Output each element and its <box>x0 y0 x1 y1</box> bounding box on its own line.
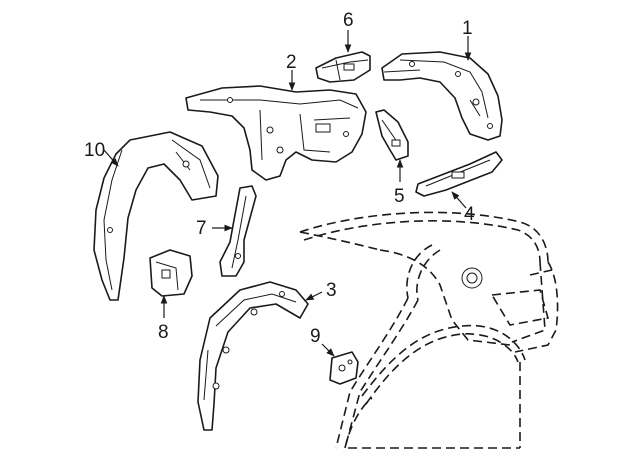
callout-10: 10 <box>84 140 105 161</box>
part-6-bracket <box>315 51 371 83</box>
part-10-wheelhouse-liner <box>93 131 219 301</box>
part-3-wheelhouse-outer <box>197 281 309 431</box>
callout-2: 2 <box>286 52 297 73</box>
part-5-brace <box>375 109 409 161</box>
callout-9: 9 <box>310 326 321 347</box>
leader-4 <box>451 191 467 209</box>
part-2-inner-quarter-panel <box>185 85 367 181</box>
quarter-panel-outline <box>299 211 559 449</box>
part-8-bracket <box>149 249 193 297</box>
callout-labels: 1 2 3 4 5 6 7 8 9 10 <box>84 10 475 347</box>
callout-6: 6 <box>343 10 354 31</box>
callout-3: 3 <box>326 280 337 301</box>
callout-7: 7 <box>196 218 207 239</box>
part-4-extension <box>415 151 503 197</box>
callout-8: 8 <box>158 322 169 343</box>
leader-9 <box>321 343 335 357</box>
leader-10 <box>103 149 119 167</box>
callout-4: 4 <box>464 204 475 225</box>
callout-5: 5 <box>394 186 405 207</box>
leader-3 <box>305 291 323 301</box>
part-1-upper-rear-panel <box>381 51 503 141</box>
part-7-pillar-reinforcement <box>219 185 257 277</box>
callout-leaders <box>103 30 472 357</box>
part-9-plate <box>329 351 359 385</box>
callout-1: 1 <box>462 18 473 39</box>
